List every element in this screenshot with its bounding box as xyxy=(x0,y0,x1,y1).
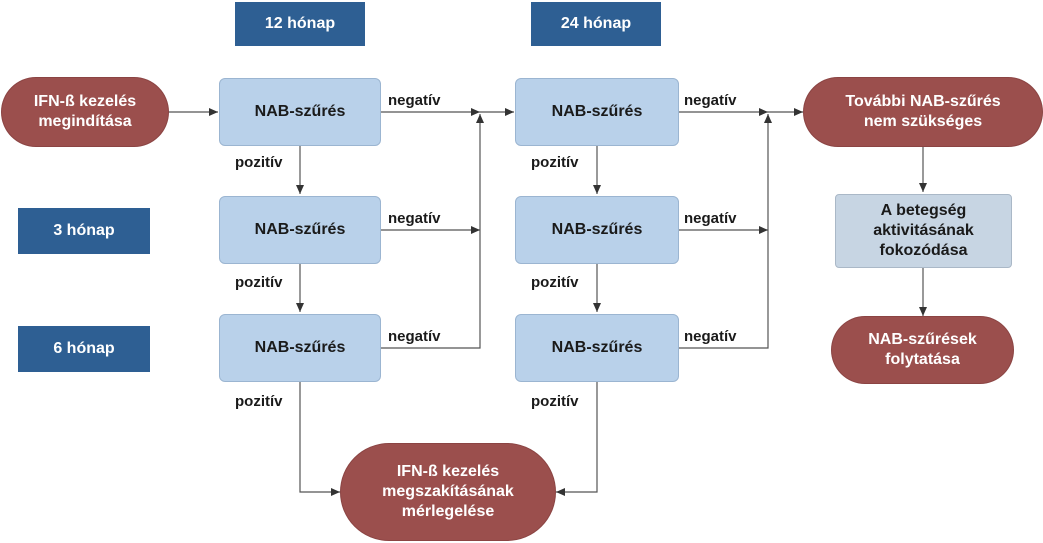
screening-12m-3: NAB-szűrés xyxy=(219,314,381,382)
label-6-months: 6 hónap xyxy=(18,326,150,372)
edge-label-negative: negatív xyxy=(684,210,737,227)
screening-12m-1: NAB-szűrés xyxy=(219,78,381,146)
edge-label-negative: negatív xyxy=(388,328,441,345)
arrow-col1-pos-3 xyxy=(299,382,340,496)
arrow-col2-pos-3 xyxy=(556,382,598,496)
edge-label-positive: pozitív xyxy=(531,274,579,291)
edge-label-positive: pozitív xyxy=(235,393,283,410)
no-further-screening-pill: További NAB-szűrés nem szükséges xyxy=(804,78,1042,146)
edge-label-negative: negatív xyxy=(684,92,737,109)
edge-label-positive: pozitív xyxy=(235,274,283,291)
consider-stopping-pill: IFN-ß kezelés megszakításának mérlegelés… xyxy=(341,444,555,540)
screening-24m-2: NAB-szűrés xyxy=(515,196,679,264)
label-12-months: 12 hónap xyxy=(235,2,365,46)
label-24-months: 24 hónap xyxy=(531,2,661,46)
screening-24m-3: NAB-szűrés xyxy=(515,314,679,382)
screening-12m-2: NAB-szűrés xyxy=(219,196,381,264)
edge-label-negative: negatív xyxy=(388,92,441,109)
disease-activity-box: A betegség aktivitásának fokozódása xyxy=(835,194,1012,268)
label-3-months: 3 hónap xyxy=(18,208,150,254)
edge-label-negative: negatív xyxy=(684,328,737,345)
start-treatment-pill: IFN-ß kezelés megindítása xyxy=(2,78,168,146)
arrow-col2-neg-3 xyxy=(679,114,772,349)
screening-24m-1: NAB-szűrés xyxy=(515,78,679,146)
edge-label-negative: negatív xyxy=(388,210,441,227)
edge-label-positive: pozitív xyxy=(531,393,579,410)
edge-label-positive: pozitív xyxy=(235,154,283,171)
edge-label-positive: pozitív xyxy=(531,154,579,171)
arrow-col1-neg-3 xyxy=(381,114,484,349)
continue-screening-pill: NAB-szűrések folytatása xyxy=(832,317,1013,383)
